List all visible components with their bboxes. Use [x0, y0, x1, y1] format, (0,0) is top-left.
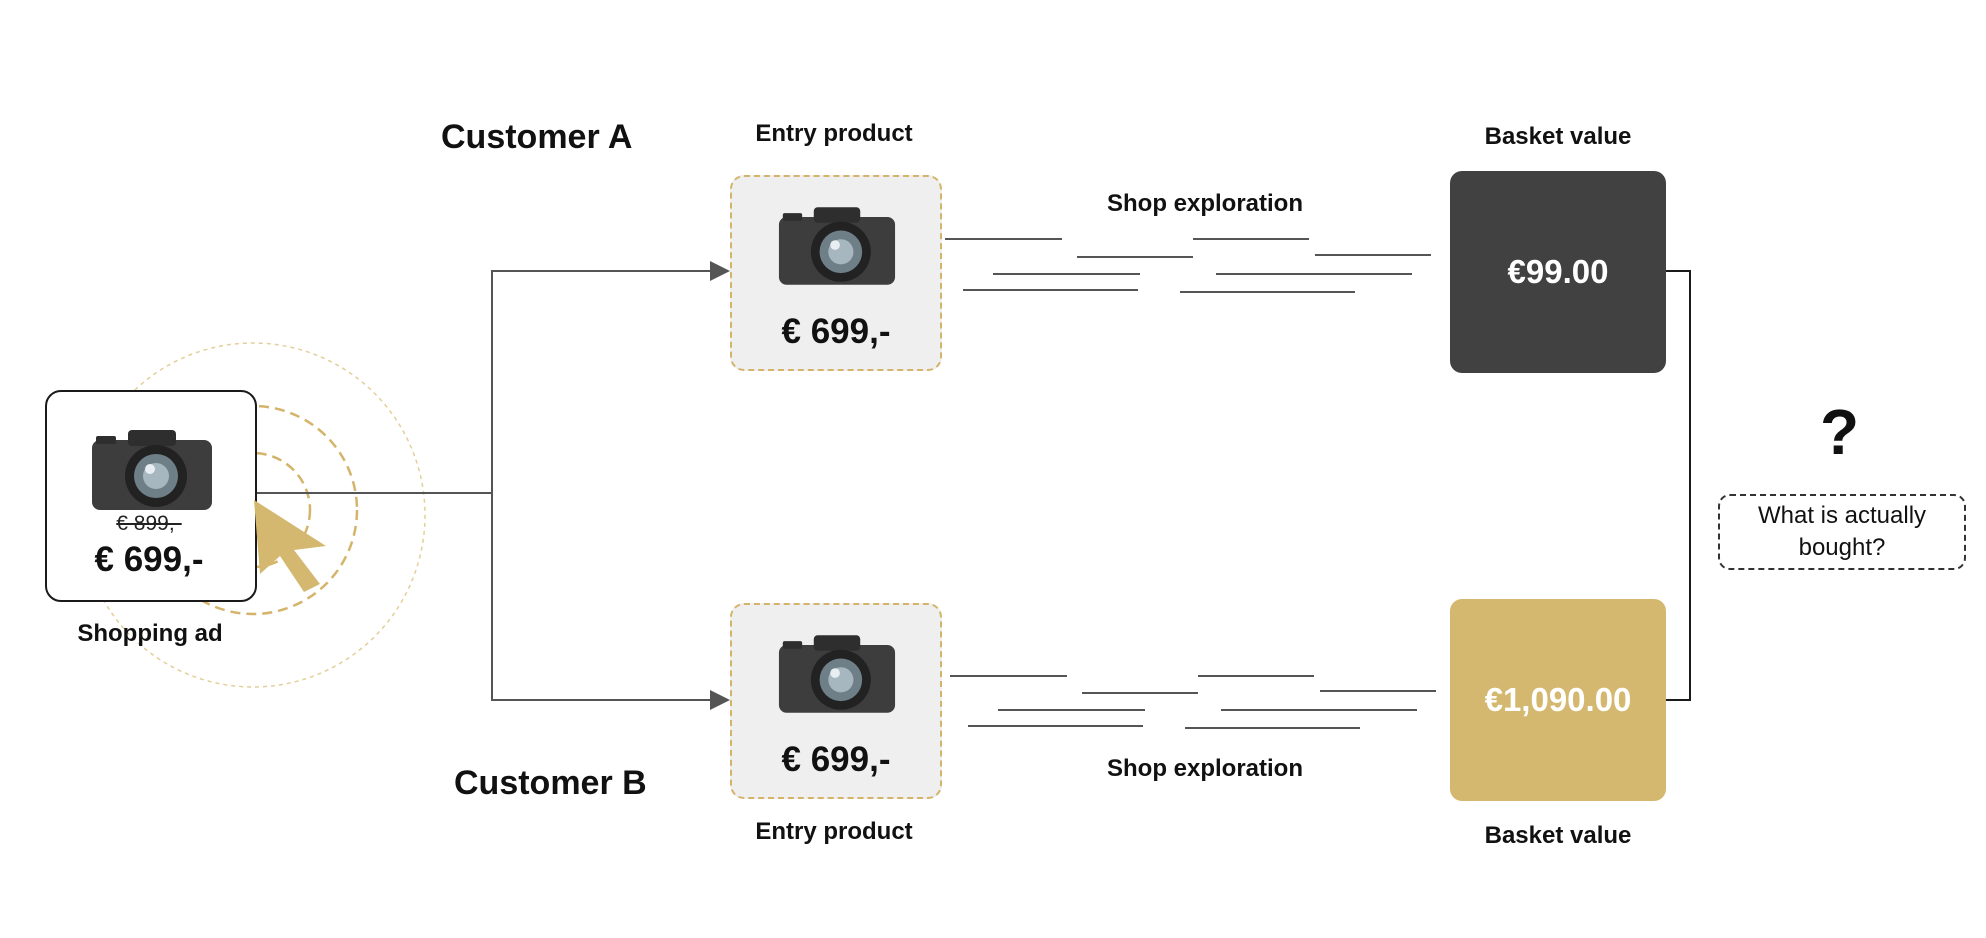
basket-bracket	[1666, 270, 1691, 701]
exploration-lines-b	[950, 675, 1436, 729]
cursor-icon	[254, 500, 326, 592]
ad-price: € 699,-	[94, 540, 204, 579]
question-mark: ?	[1820, 396, 1860, 468]
ad-old-price: € 899,-	[116, 512, 182, 535]
camera-icon	[778, 207, 896, 285]
customer-b-entry-label: Entry product	[755, 818, 913, 845]
camera-icon	[92, 430, 212, 510]
customer-b-basket-value: €1,090.00	[1450, 599, 1666, 801]
customer-b-basket-label: Basket value	[1484, 822, 1632, 849]
question-box: What is actually bought?	[1718, 494, 1966, 570]
customer-b-title: Customer B	[454, 764, 647, 802]
exploration-lines-a	[945, 238, 1431, 293]
customer-b-entry-price: € 699,-	[781, 740, 891, 779]
camera-icon	[778, 635, 896, 713]
customer-a-exploration-label: Shop exploration	[1106, 190, 1303, 217]
customer-a-title: Customer A	[441, 118, 633, 156]
customer-b-exploration-label: Shop exploration	[1106, 755, 1303, 782]
flow-connectors	[253, 261, 730, 710]
customer-a-entry-price: € 699,-	[781, 312, 891, 351]
customer-a-basket-value: €99.00	[1450, 171, 1666, 373]
customer-a-entry-label: Entry product	[755, 120, 913, 147]
customer-a-basket-label: Basket value	[1484, 123, 1632, 150]
shopping-ad-caption: Shopping ad	[77, 620, 223, 647]
